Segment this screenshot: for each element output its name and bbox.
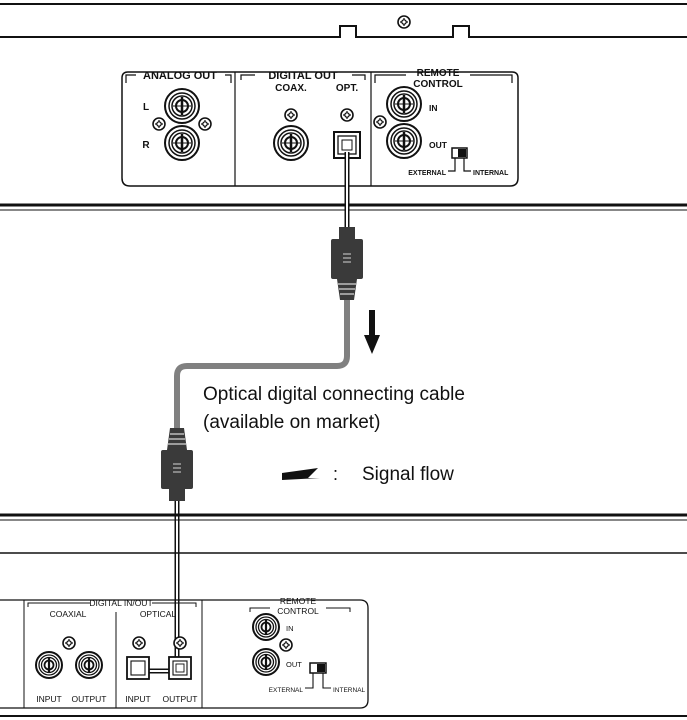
legend-arrow-icon — [282, 468, 320, 480]
legend-separator: : — [333, 464, 338, 484]
digital-inout-section: DIGITAL IN/OUT COAXIAL OPTICAL INPUT OUT… — [27, 598, 198, 704]
analog-r-jack-icon[interactable] — [163, 124, 201, 162]
bottom-remote-in-jack-icon[interactable] — [251, 612, 281, 642]
bottom-switch-internal: INTERNAL — [333, 687, 366, 694]
top-remote-out-label: OUT — [429, 140, 448, 150]
top-remote-switch-icon[interactable] — [448, 147, 471, 172]
analog-r-label: R — [142, 140, 150, 151]
coax-input-jack-icon[interactable] — [34, 650, 64, 680]
top-remote-section: REMOTE CONTROL IN OUT EXTERNAL INTERNAL — [373, 68, 513, 177]
cable-caption-line1: Optical digital connecting cable — [203, 384, 465, 405]
coax-output-jack-icon-bottom[interactable] — [74, 650, 104, 680]
analog-screw-left-icon — [152, 117, 166, 131]
signal-flow-legend: : Signal flow — [282, 464, 454, 485]
top-unit-rear-edge — [0, 25, 687, 38]
bottom-remote-section: REMOTE CONTROL IN OUT EXTERNAL INTERNAL — [249, 596, 366, 694]
opt-screw-icon — [340, 108, 354, 122]
bottom-remote-out-jack-icon[interactable] — [251, 647, 281, 677]
opt-input-label: INPUT — [125, 694, 151, 704]
coax-output-jack-icon[interactable] — [272, 124, 310, 162]
coaxial-label: COAXIAL — [50, 609, 87, 619]
coax-output-label: OUTPUT — [72, 694, 107, 704]
top-unit: ANALOG OUT L R DIGITAL OUT COAX. OPT. — [0, 3, 687, 211]
upper-optical-plug-icon — [331, 227, 363, 300]
optical-input-port-icon[interactable] — [126, 656, 150, 680]
top-remote-in-jack-icon[interactable] — [385, 85, 423, 123]
bottom-switch-external: EXTERNAL — [269, 687, 304, 694]
bottom-remote-label-1: REMOTE — [280, 596, 317, 606]
coax-mid-screw-icon — [62, 636, 76, 650]
analog-l-label: L — [143, 102, 149, 113]
digital-out-label: DIGITAL OUT — [268, 70, 338, 82]
top-switch-internal: INTERNAL — [473, 170, 509, 177]
bottom-remote-label-2: CONTROL — [277, 606, 319, 616]
top-remote-screw-icon — [373, 115, 387, 129]
bottom-remote-switch-icon[interactable] — [305, 662, 331, 689]
bottom-remote-screw-icon — [279, 638, 293, 652]
digital-out-section: DIGITAL OUT COAX. OPT. — [240, 70, 366, 162]
coax-screw-icon — [284, 108, 298, 122]
top-screw-icon — [397, 15, 411, 29]
opt-output-screw-icon — [173, 636, 187, 650]
bottom-unit: DIGITAL IN/OUT COAXIAL OPTICAL INPUT OUT… — [0, 513, 687, 717]
top-switch-external: EXTERNAL — [408, 170, 446, 177]
top-remote-out-jack-icon[interactable] — [385, 122, 423, 160]
signal-direction-arrow-icon — [364, 310, 380, 354]
coax-label: COAX. — [275, 83, 307, 94]
cable-run — [174, 300, 350, 428]
opt-label: OPT. — [336, 83, 358, 94]
analog-out-section: ANALOG OUT L R — [125, 70, 232, 162]
top-remote-label-1: REMOTE — [417, 68, 460, 79]
opt-input-screw-icon — [132, 636, 146, 650]
top-remote-in-label: IN — [429, 103, 438, 113]
opt-output-label: OUTPUT — [163, 694, 198, 704]
bottom-remote-out-label: OUT — [286, 660, 302, 669]
analog-screw-right-icon — [198, 117, 212, 131]
top-remote-label-2: CONTROL — [413, 79, 462, 90]
legend-text: Signal flow — [362, 464, 454, 485]
cable-caption-line2: (available on market) — [203, 412, 380, 433]
analog-out-label: ANALOG OUT — [143, 70, 217, 82]
bottom-connector-panel — [0, 599, 369, 709]
optical-output-port-icon-bottom[interactable] — [168, 656, 192, 680]
bottom-remote-in-label: IN — [286, 624, 294, 633]
analog-l-jack-icon[interactable] — [163, 87, 201, 125]
coax-input-label: INPUT — [36, 694, 62, 704]
lower-optical-plug-icon — [161, 428, 193, 501]
digital-inout-label: DIGITAL IN/OUT — [89, 598, 152, 608]
top-connector-panel — [121, 71, 519, 187]
optical-label: OPTICAL — [140, 609, 177, 619]
